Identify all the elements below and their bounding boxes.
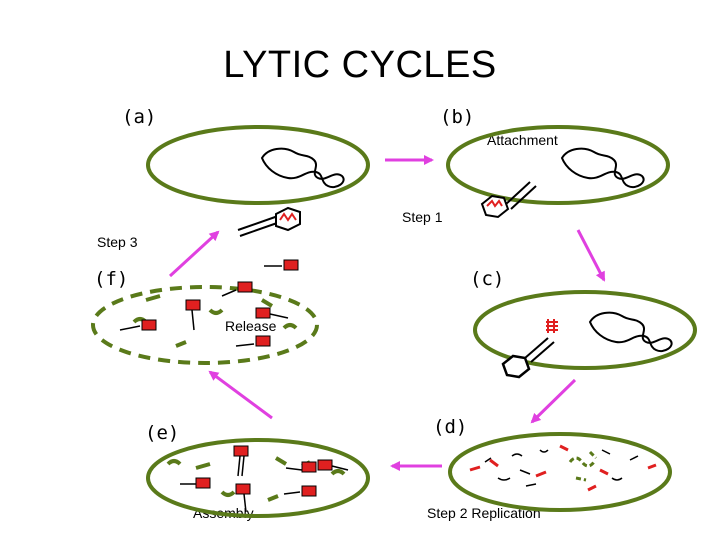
bacterial-dna-a [260, 147, 345, 188]
panel-label-f: (f) [94, 268, 129, 290]
cell-e [146, 438, 370, 518]
cycle-arrows [168, 155, 606, 471]
arrow-f-to-a [168, 230, 220, 278]
cell-c [473, 290, 697, 379]
attachment-label: Attachment [487, 132, 558, 148]
released-phage-f6 [264, 259, 299, 271]
released-phage-f2 [185, 299, 201, 331]
panel-label-b: (b) [440, 106, 475, 128]
phage-attached-b [480, 181, 537, 219]
released-phage-f1 [119, 319, 157, 331]
assembled-phage-e1 [233, 445, 249, 477]
page-title: LYTIC CYCLES [223, 44, 497, 86]
injected-viral-dna [546, 319, 558, 333]
released-phage-f4 [255, 307, 289, 319]
assembled-phage-e3 [317, 459, 349, 471]
cell-b [446, 125, 670, 219]
arrow-b-to-c [576, 229, 606, 282]
empty-phage-c [501, 337, 555, 379]
step1-label: Step 1 [402, 209, 443, 225]
panel-label-e: (e) [145, 422, 180, 444]
step2-replication-label: Step 2 Replication [427, 505, 541, 521]
assembled-phage-e2 [285, 461, 317, 473]
step3-label: Step 3 [97, 234, 138, 250]
released-phage-f3 [221, 281, 253, 297]
cell-d [448, 432, 672, 512]
release-label: Release [225, 318, 277, 334]
panel-label-a: (a) [122, 106, 157, 128]
free-phage [237, 206, 301, 237]
panel-label-d: (d) [433, 416, 468, 438]
arrow-c-to-d [530, 378, 577, 424]
assembled-phage-e4 [235, 483, 251, 513]
assembled-phage-e5 [283, 485, 317, 497]
released-phage-f5 [235, 335, 271, 347]
bacterial-dna-b [560, 147, 645, 188]
assembled-phage-e6 [180, 477, 211, 489]
panel-label-c: (c) [470, 268, 505, 290]
cell-a [146, 125, 370, 205]
bacterial-dna-c [588, 311, 673, 352]
cell-f [91, 259, 319, 365]
arrow-e-to-f [208, 370, 273, 420]
